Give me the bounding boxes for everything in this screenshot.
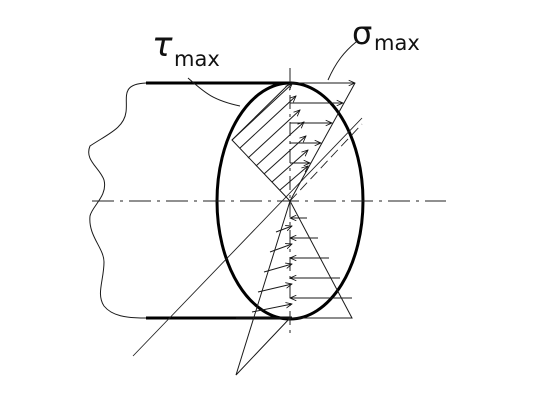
tau-leader-line	[187, 77, 241, 107]
sigma-symbol: σ	[352, 14, 372, 52]
tau-top-triangle	[231, 82, 291, 202]
sigma-subscript: max	[374, 31, 420, 55]
sigma-max-label: σ max	[352, 14, 420, 55]
sigma-top-arrows	[290, 83, 355, 163]
sigma-distribution-line	[132, 117, 363, 357]
sigma-distribution-line-dashed	[289, 123, 363, 202]
tau-symbol: τ	[152, 25, 173, 65]
shaft-break-line	[88, 82, 147, 319]
sigma-bottom-triangle	[235, 200, 353, 376]
sigma-bottom-arrows	[290, 218, 352, 298]
tau-lower-arrows	[251, 226, 292, 313]
tau-arrows	[231, 84, 308, 191]
sigma-leader-line	[327, 41, 357, 81]
sigma-top-hypotenuse	[289, 82, 356, 202]
tau-subscript: max	[174, 47, 220, 71]
tau-max-label: τ max	[152, 25, 220, 71]
